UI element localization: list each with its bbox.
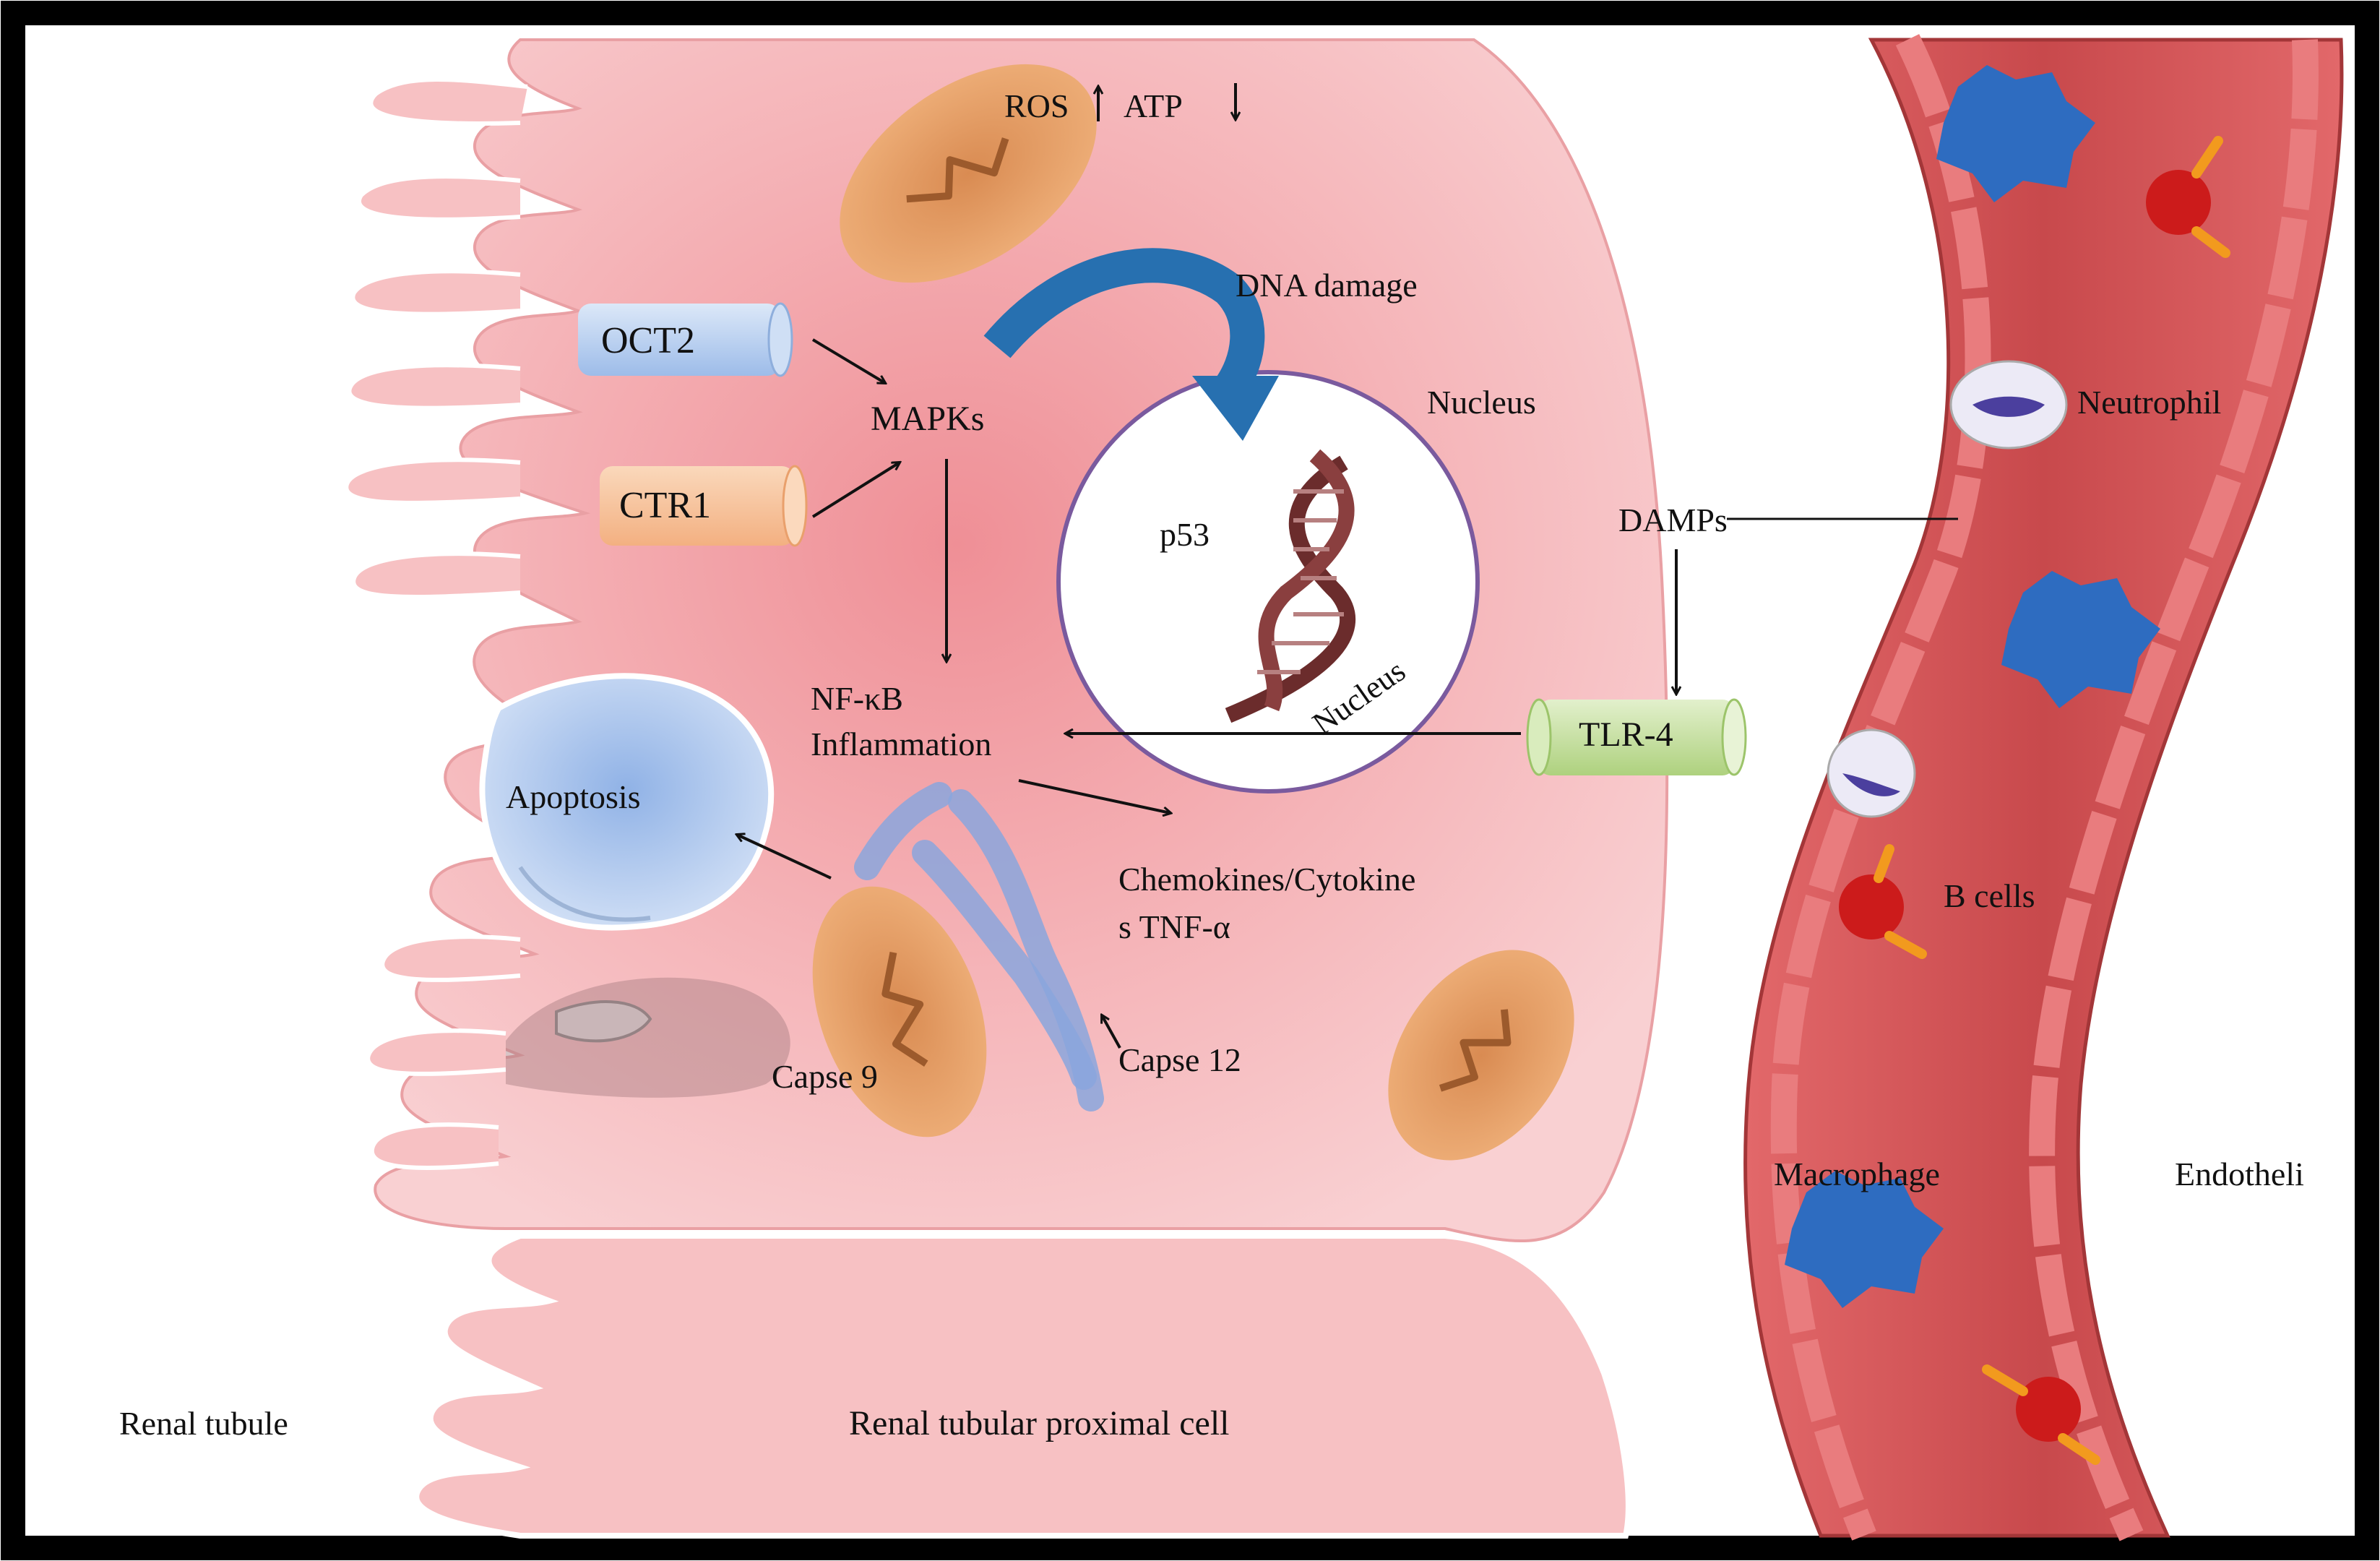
mitochondrion-left (812, 886, 987, 1138)
renal-proximal-cell-label: Renal tubular proximal cell (849, 1404, 1230, 1442)
chemokines-label: Chemokines/Cytokine (1118, 861, 1415, 898)
arrow-nfkb-to-chemokines (1018, 779, 1170, 813)
proximal-cell-lower (413, 1233, 1631, 1539)
dna-damage-arrow-icon (983, 248, 1279, 441)
damps-label: DAMPs (1618, 502, 1728, 538)
apoptosis-label: Apoptosis (506, 778, 641, 815)
tlr4-receptor (1526, 698, 1747, 776)
oct2-label: OCT2 (601, 320, 695, 361)
b-cells-label: B cells (1944, 877, 2035, 914)
p53-label: p53 (1160, 516, 1210, 553)
inflammation-label: Inflammation (811, 726, 991, 762)
mitochondrion-right (1388, 950, 1574, 1161)
mitochondrion-top (840, 64, 1097, 283)
neutrophil-label: Neutrophil (2077, 384, 2221, 421)
tlr4-label: TLR-4 (1579, 715, 1673, 754)
capse12-label: Capse 12 (1118, 1041, 1241, 1078)
arrow-oct2-to-mapks (811, 338, 885, 383)
renal-tubule-label: Renal tubule (119, 1405, 288, 1442)
endothelium-label: Endotheli (2175, 1156, 2304, 1192)
b-cell-icon (1839, 136, 2230, 1465)
arrow-capse-to-apoptosis (737, 835, 832, 880)
macrophage-icon (1785, 65, 2160, 1308)
nfkb-label: NF-κB (811, 680, 903, 717)
neutrophil-icon (1827, 360, 2068, 818)
endoplasmic-reticulum (854, 782, 1104, 1111)
ctr1-label: CTR1 (619, 485, 711, 526)
apoptotic-cell (479, 673, 790, 1098)
blood-vessel (1743, 34, 2344, 1541)
macrophage-label: Macrophage (1774, 1156, 1940, 1192)
tnf-label: s TNF-α (1118, 908, 1230, 945)
nucleus (1056, 370, 1480, 794)
arrow-to-capse12 (1102, 1015, 1121, 1049)
nucleus-label-top: Nucleus (1427, 384, 1536, 421)
oct2-transporter (578, 302, 793, 377)
mapks-label: MAPKs (871, 400, 984, 438)
arrow-ctr1-to-mapks (811, 463, 900, 518)
ctr1-transporter (600, 465, 808, 547)
pathway-arrows (737, 338, 1676, 1049)
dna-helix-icon (1225, 449, 1356, 723)
atp-label: ATP (1124, 87, 1183, 124)
capse9-label: Capse 9 (772, 1058, 878, 1095)
dna-damage-label: DNA damage (1236, 267, 1418, 304)
ros-label: ROS (1004, 87, 1069, 124)
